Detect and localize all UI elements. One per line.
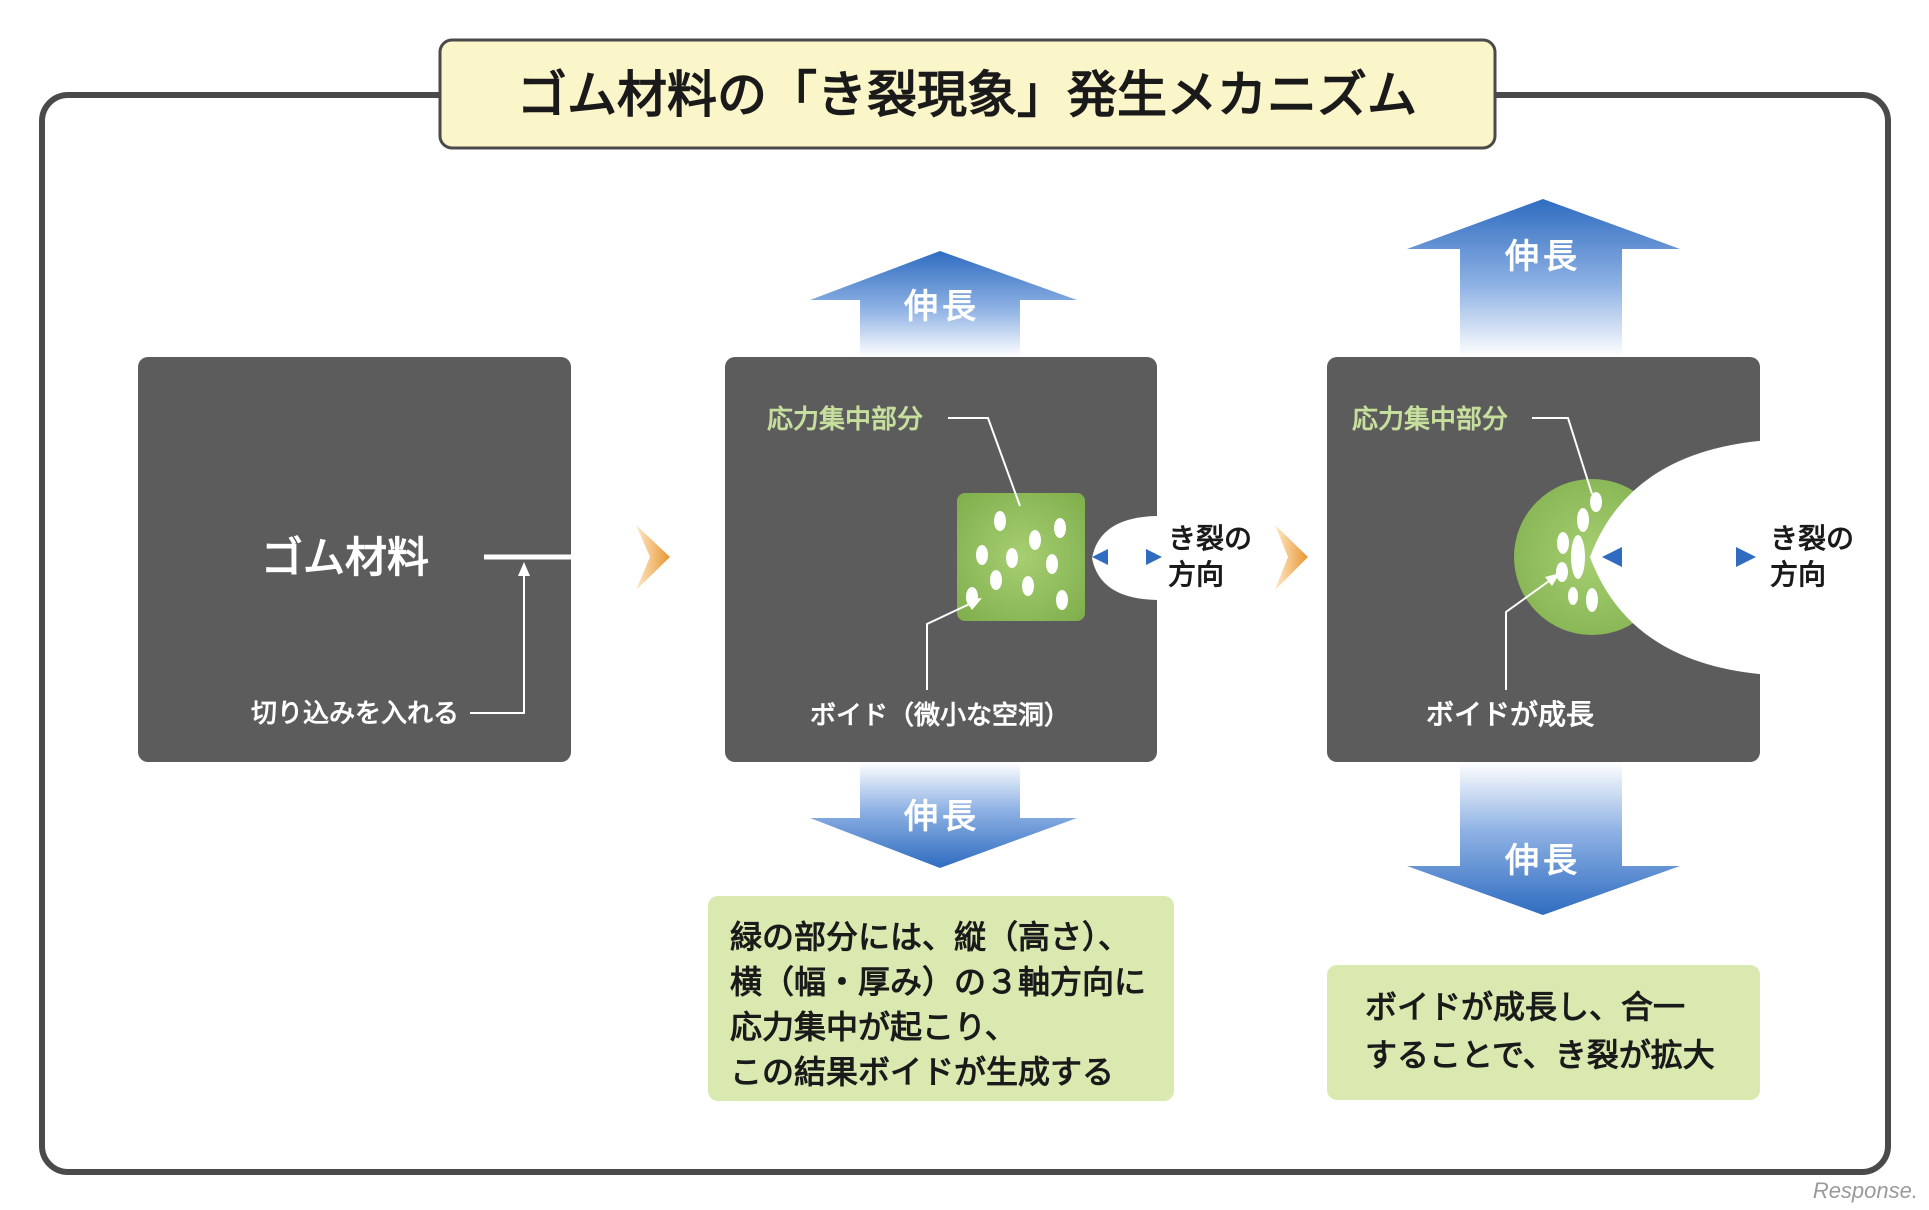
stress-leader-line-2 — [948, 417, 1021, 507]
chevron-arrow-icon-1 — [636, 525, 670, 590]
chevron-arrow-icon-2 — [1275, 525, 1308, 590]
page-title: ゴム材料の「き裂現象」発生メカニズム — [517, 66, 1417, 124]
crack-direction-arrowhead-right-3 — [1736, 547, 1756, 567]
note-box-2 — [708, 896, 1174, 1101]
crack-direction-arrowhead-right-2 — [1146, 549, 1162, 565]
note-3-line-2: することで、き裂が拡大 — [1365, 1036, 1715, 1074]
stretch-down-arrow-3 — [1407, 762, 1680, 915]
stretch-label-down-2: 伸長 — [903, 797, 980, 837]
notch-leader-arrowhead — [518, 562, 530, 576]
note-2-line-1: 緑の部分には、縦（高さ）、 — [730, 918, 1130, 956]
notch-leader-line — [470, 567, 525, 714]
void-dots-3 — [1556, 492, 1602, 612]
stress-concentration-label-2: 応力集中部分 — [767, 404, 923, 435]
stretch-label-up-3: 伸長 — [1504, 237, 1581, 277]
title-box — [438, 38, 1497, 150]
crack-direction-arrowhead-left-3 — [1602, 547, 1622, 567]
stretch-up-arrow-2 — [810, 251, 1077, 357]
note-box-3 — [1327, 965, 1760, 1100]
void-leader-line-3 — [1505, 575, 1557, 690]
note-2-line-2: 横（幅・厚み）の３軸方向に — [730, 963, 1146, 1001]
void-dots-2 — [966, 511, 1068, 610]
void-leader-arrowhead-2 — [966, 598, 982, 610]
notch-label: 切り込みを入れる — [251, 699, 459, 729]
panel-rubber-material — [138, 357, 571, 762]
stress-concentration-label-3: 応力集中部分 — [1352, 404, 1508, 435]
crack-direction-label-3b: 方向 — [1770, 558, 1826, 591]
note-2-line-3: 応力集中が起こり、 — [730, 1008, 1017, 1046]
void-growth-label: ボイドが成長 — [1426, 698, 1595, 731]
stretch-label-up-2: 伸長 — [903, 287, 980, 327]
response-watermark: Response. — [1813, 1178, 1918, 1203]
rubber-material-label: ゴム材料 — [261, 533, 429, 582]
crack-direction-arrowhead-left-2 — [1092, 549, 1108, 565]
panel-void-generation — [725, 357, 1157, 762]
crack-direction-label-2a: き裂の — [1168, 522, 1252, 555]
note-3-line-1: ボイドが成長し、合一 — [1365, 988, 1685, 1026]
void-leader-line-2 — [926, 599, 979, 690]
void-leader-arrowhead-3 — [1545, 573, 1560, 586]
note-2-line-4: この結果ボイドが生成する — [730, 1053, 1114, 1091]
stress-zone-square — [957, 493, 1085, 621]
stretch-label-down-3: 伸長 — [1504, 841, 1581, 881]
void-label-2: ボイド（微小な空洞） — [810, 700, 1070, 731]
stress-leader-line-3 — [1532, 417, 1593, 495]
stretch-down-arrow-2 — [810, 762, 1077, 868]
stretch-up-arrow-3 — [1407, 199, 1680, 357]
crack-direction-label-2b: 方向 — [1168, 558, 1224, 591]
crack-direction-label-3a: き裂の — [1770, 522, 1854, 555]
